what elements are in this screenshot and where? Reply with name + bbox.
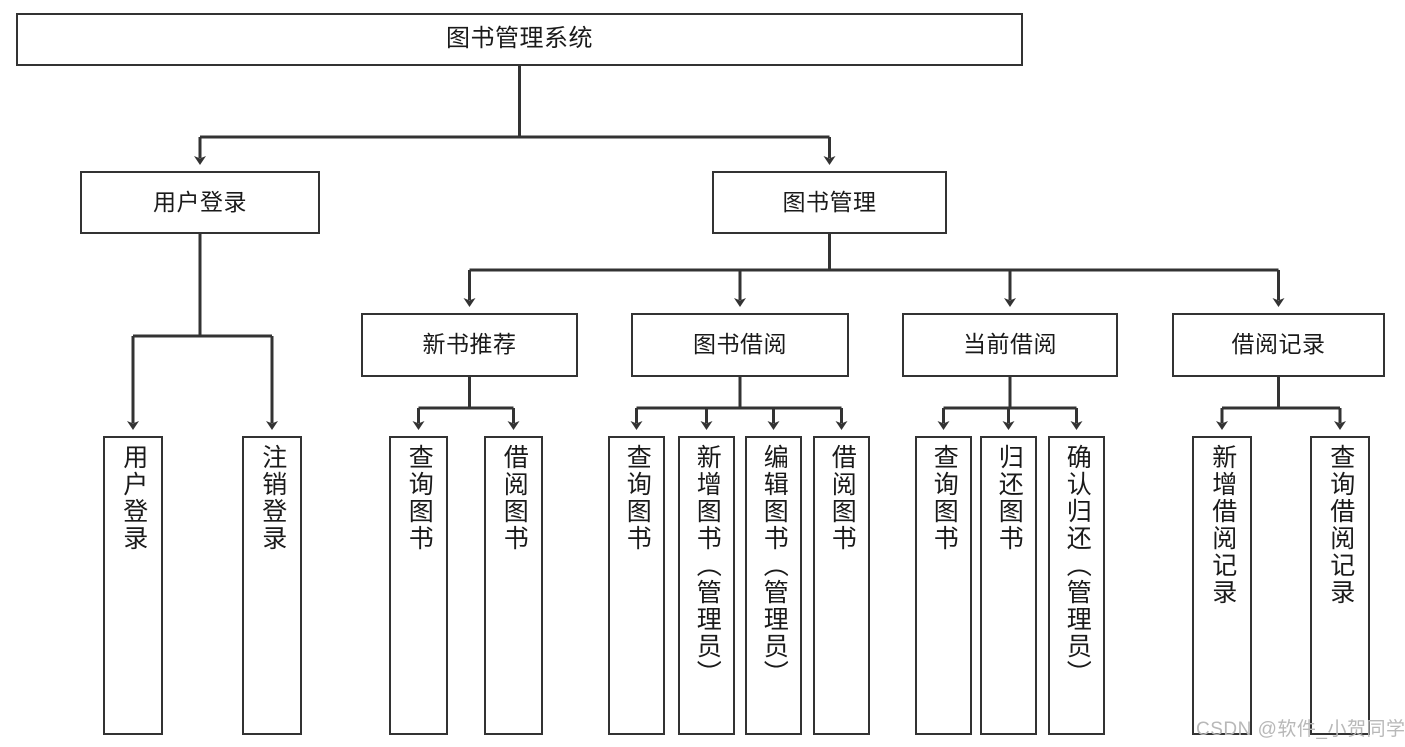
node-login[interactable]: 用户登录	[80, 171, 320, 234]
node-label: 借阅图书	[828, 444, 857, 552]
node-label: 查询借阅记录	[1326, 444, 1355, 606]
node-label: 新增图书（管理员）	[693, 444, 722, 687]
node-leaf3[interactable]: 查询图书	[389, 436, 448, 735]
node-newbook[interactable]: 新书推荐	[361, 313, 578, 377]
node-leaf5[interactable]: 查询图书	[608, 436, 665, 735]
node-leaf4[interactable]: 借阅图书	[484, 436, 543, 735]
node-leaf12[interactable]: 新增借阅记录	[1192, 436, 1252, 735]
node-current[interactable]: 当前借阅	[902, 313, 1118, 377]
node-borrow[interactable]: 图书借阅	[631, 313, 849, 377]
node-label: 借阅记录	[1231, 331, 1326, 358]
node-label: 归还图书	[995, 444, 1024, 552]
node-leaf2[interactable]: 注销登录	[242, 436, 302, 735]
node-label: 图书管理	[782, 188, 877, 215]
node-leaf9[interactable]: 查询图书	[915, 436, 972, 735]
node-leaf7[interactable]: 编辑图书（管理员）	[745, 436, 802, 735]
node-leaf1[interactable]: 用户登录	[103, 436, 163, 735]
node-leaf10[interactable]: 归还图书	[980, 436, 1037, 735]
node-records[interactable]: 借阅记录	[1172, 313, 1385, 377]
node-label: 图书管理系统	[446, 25, 593, 53]
node-leaf13[interactable]: 查询借阅记录	[1310, 436, 1370, 735]
node-label: 查询图书	[623, 444, 652, 552]
node-label: 注销登录	[258, 444, 287, 552]
node-label: 用户登录	[153, 188, 247, 215]
node-root[interactable]: 图书管理系统	[16, 13, 1023, 66]
node-leaf8[interactable]: 借阅图书	[813, 436, 870, 735]
node-label: 借阅图书	[500, 444, 529, 552]
node-label: 新增借阅记录	[1208, 444, 1237, 606]
csdn-watermark: CSDN @软件_小贺同学	[1196, 719, 1405, 740]
node-label: 图书借阅	[693, 331, 787, 358]
node-label: 编辑图书（管理员）	[760, 444, 789, 687]
node-label: 确认归还（管理员）	[1063, 444, 1092, 687]
node-label: 查询图书	[405, 444, 434, 552]
node-bookmgmt[interactable]: 图书管理	[712, 171, 947, 234]
node-label: 新书推荐	[422, 331, 517, 358]
node-label: 当前借阅	[963, 331, 1057, 358]
node-label: 用户登录	[119, 444, 148, 552]
node-leaf11[interactable]: 确认归还（管理员）	[1048, 436, 1105, 735]
node-leaf6[interactable]: 新增图书（管理员）	[678, 436, 735, 735]
node-label: 查询图书	[930, 444, 959, 552]
